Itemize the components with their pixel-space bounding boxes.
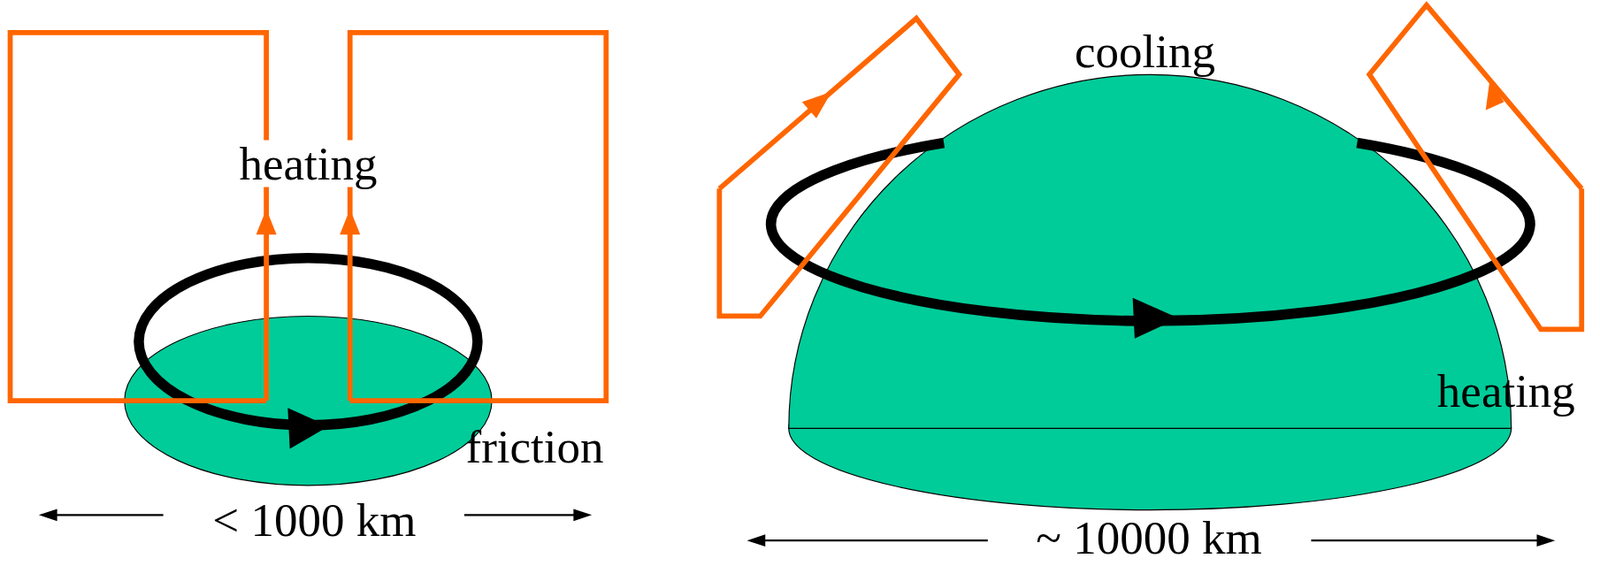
dimension-label: < 1000 km [209,497,419,544]
flow-arrowhead [1485,79,1505,111]
dimension-arrowhead [38,508,58,521]
updraft-arrowhead [339,208,360,235]
overturning-cells [10,32,607,401]
cooling-label: cooling [1071,27,1218,75]
updraft-arrowhead [256,208,277,235]
vortex-ring [771,142,1531,321]
heating-label: heating [236,139,380,187]
ring-arrowhead [287,407,329,449]
dimension-label: ~ 10000 km [1033,513,1264,561]
flow-arrowhead [802,91,832,119]
overturning-cells [719,5,1582,330]
heating-label: heating [1434,367,1578,414]
dimension-arrowhead [573,508,592,521]
dimension-arrowhead [1536,534,1555,547]
ring-arrowhead [1133,298,1179,339]
friction-label: friction [463,423,607,471]
dimension-arrowhead [747,534,766,547]
